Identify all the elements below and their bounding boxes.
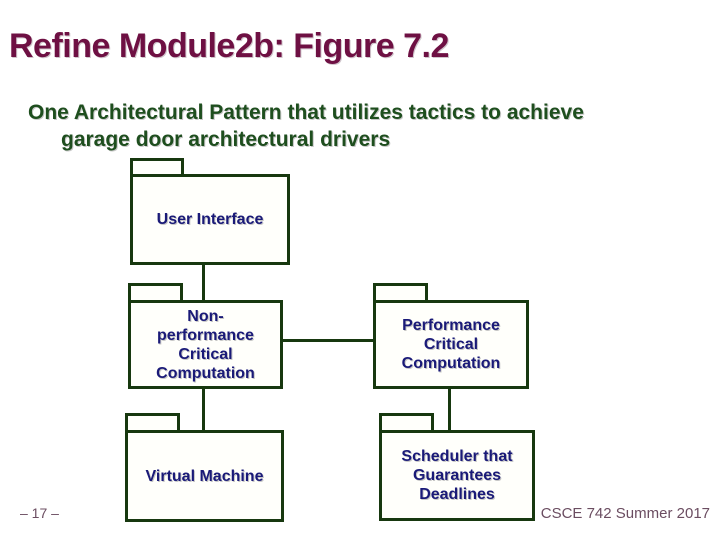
package-tab-icon: [125, 413, 180, 430]
package-tab-icon: [373, 283, 428, 300]
package-non-performance-critical-computation: Non- performance Critical Computation: [128, 283, 283, 389]
page-number: – 17 –: [20, 505, 59, 521]
package-tab-icon: [379, 413, 434, 430]
package-virtual-machine: Virtual Machine: [125, 413, 284, 522]
subtitle-line-1: One Architectural Pattern that utilizes …: [28, 101, 584, 124]
package-label: Non- performance Critical Computation: [156, 307, 255, 382]
package-tab-icon: [130, 158, 184, 174]
package-performance-critical-computation: Performance Critical Computation: [373, 283, 529, 389]
course-footer: CSCE 742 Summer 2017: [540, 505, 710, 522]
package-label: Scheduler that Guarantees Deadlines: [401, 448, 513, 503]
connector-ui-to-nonperformance: [202, 265, 205, 300]
package-user-interface: User Interface: [130, 158, 290, 265]
package-label: Performance Critical Computation: [401, 317, 501, 372]
package-scheduler-that-guarantees-deadlines: Scheduler that Guarantees Deadlines: [379, 413, 535, 521]
package-label: User Interface: [156, 211, 264, 228]
connector-performance-to-scheduler: [448, 389, 451, 430]
package-tab-icon: [128, 283, 183, 300]
subtitle-line-2: garage door architectural drivers: [61, 128, 391, 151]
connector-nonperformance-to-virtualmachine: [202, 389, 205, 430]
package-label: Virtual Machine: [145, 467, 264, 485]
connector-nonperformance-to-performance: [283, 339, 373, 342]
slide-title: Refine Module2b: Figure 7.2: [9, 27, 449, 65]
